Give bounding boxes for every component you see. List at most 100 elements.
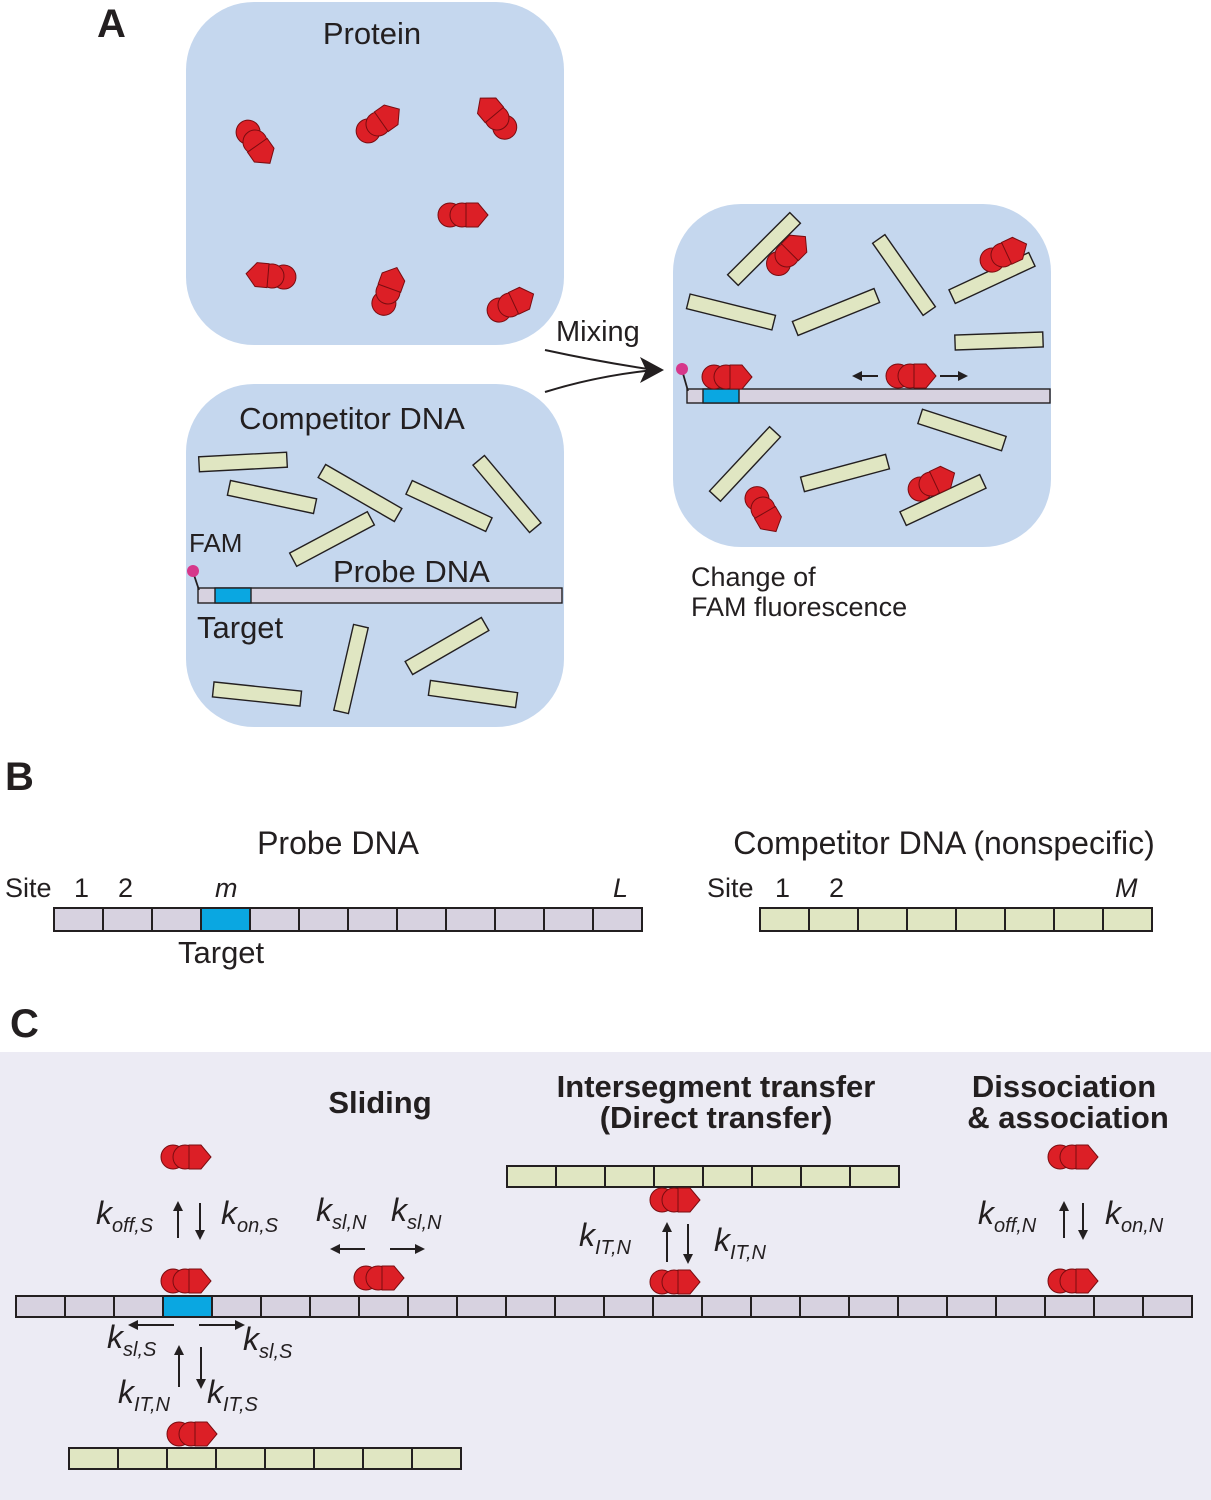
- probe-site-array: [53, 907, 643, 932]
- protein-sliding: [885, 363, 937, 389]
- probe-site: [505, 1295, 556, 1318]
- probe-site-label: Site: [5, 873, 52, 903]
- competitor-site: [653, 1165, 704, 1188]
- competitor-dna: [317, 463, 403, 523]
- k-sl-s-right-label: ksl,S: [243, 1321, 293, 1363]
- result-probe-dna: [686, 388, 1051, 404]
- probe-site: [64, 1295, 115, 1318]
- competitor-dna: [226, 479, 318, 515]
- protein-probe-bound: [649, 1269, 701, 1295]
- competitor-dna: [871, 233, 937, 317]
- competitor-dna-fragments: [197, 451, 543, 715]
- competitor-site: [857, 907, 908, 932]
- competitor-site: [411, 1447, 462, 1470]
- panel-c-arrows: [128, 1201, 1088, 1389]
- panel-label-a: A: [97, 2, 126, 46]
- dissociation-title-line2: & association: [967, 1100, 1169, 1135]
- k-off-n-label: koff,N: [978, 1195, 1037, 1237]
- competitor-site: [313, 1447, 364, 1470]
- competitor-dna-bottom: [68, 1447, 462, 1470]
- competitor-site-1: 1: [775, 873, 790, 903]
- competitor-site: [1102, 907, 1153, 932]
- competitor-dna: [471, 454, 543, 534]
- competitor-dna: [799, 453, 891, 493]
- k-sl-s-left-label: ksl,S: [107, 1319, 157, 1361]
- protein-box: [186, 2, 564, 345]
- probe-site: [554, 1295, 605, 1318]
- panel-label-b: B: [5, 755, 34, 799]
- competitor-site: [759, 907, 810, 932]
- probe-dna-label: Probe DNA: [333, 554, 490, 589]
- probe-site: [799, 1295, 850, 1318]
- k-sl-n-right-label: ksl,N: [391, 1192, 442, 1234]
- k-sl-n-left-label: ksl,N: [316, 1192, 367, 1234]
- result-label-line1: Change of: [691, 562, 816, 592]
- competitor-dna: [211, 681, 303, 707]
- protein-free-target: [160, 1144, 212, 1170]
- probe-site: [456, 1295, 507, 1318]
- probe-site-L: L: [613, 873, 628, 903]
- k-on-n-label: kon,N: [1105, 1195, 1164, 1237]
- competitor-site: [808, 907, 859, 932]
- k-it-n-bottom-label: kIT,N: [118, 1374, 170, 1416]
- protein-bound-target: [701, 364, 753, 390]
- protein-sliding: [353, 1265, 405, 1291]
- probe-dna: [197, 587, 563, 604]
- probe-site-1: 1: [74, 873, 89, 903]
- probe-site: [494, 907, 545, 932]
- competitor-site: [955, 907, 1006, 932]
- competitor-site-label: Site: [707, 873, 754, 903]
- probe-site: [309, 1295, 360, 1318]
- probe-site: [113, 1295, 164, 1318]
- k-it-n-up-label: kIT,N: [579, 1217, 631, 1259]
- competitor-site: [1004, 907, 1055, 932]
- competitor-site-array: [759, 907, 1153, 932]
- competitor-site: [117, 1447, 168, 1470]
- probe-site: [249, 907, 300, 932]
- competitor-site: [702, 1165, 753, 1188]
- competitor-dna: [685, 293, 777, 331]
- protein-competitor-bottom: [166, 1421, 218, 1447]
- probe-site: [407, 1295, 458, 1318]
- mixing-arrow-top: [544, 349, 656, 371]
- result-fam-dye: [676, 363, 688, 375]
- probe-site: [946, 1295, 997, 1318]
- probe-site: [151, 907, 202, 932]
- fam-label: FAM: [189, 528, 242, 558]
- probe-site: [603, 1295, 654, 1318]
- competitor-dna: [288, 510, 376, 568]
- probe-site: [347, 907, 398, 932]
- competitor-site: [906, 907, 957, 932]
- panel-label-c: C: [10, 1002, 39, 1046]
- intersegment-title-line2: (Direct transfer): [600, 1100, 833, 1135]
- result-target-site: [702, 388, 740, 404]
- probe-site: [701, 1295, 752, 1318]
- competitor-dna: [708, 425, 782, 503]
- probe-site-2: 2: [118, 873, 133, 903]
- probe-site: [543, 907, 594, 932]
- dissociation-title-line1: Dissociation: [972, 1069, 1156, 1104]
- mixing-label: Mixing: [556, 316, 640, 348]
- competitor-site: [166, 1447, 217, 1470]
- probe-site: [995, 1295, 1046, 1318]
- competitor-box-label: Competitor DNA: [239, 401, 465, 436]
- competitor-site: [264, 1447, 315, 1470]
- k-off-s-label: koff,S: [96, 1195, 154, 1237]
- competitor-dna: [197, 451, 289, 473]
- k-on-s-label: kon,S: [221, 1195, 279, 1237]
- k-it-s-bottom-label: kIT,S: [207, 1374, 258, 1416]
- probe-site: [652, 1295, 703, 1318]
- probe-dna-title: Probe DNA: [257, 825, 420, 861]
- competitor-site: [604, 1165, 655, 1188]
- competitor-dna: [404, 616, 490, 676]
- competitor-dna: [332, 623, 370, 715]
- probe-site: [897, 1295, 948, 1318]
- competitor-site-2: 2: [829, 873, 844, 903]
- probe-site-m: m: [215, 873, 238, 903]
- probe-site: [1142, 1295, 1193, 1318]
- competitor-site: [68, 1447, 119, 1470]
- competitor-dna: [791, 287, 881, 337]
- result-competitor-dna: [685, 211, 1044, 527]
- probe-site: [445, 907, 496, 932]
- probe-target-label: Target: [178, 935, 265, 970]
